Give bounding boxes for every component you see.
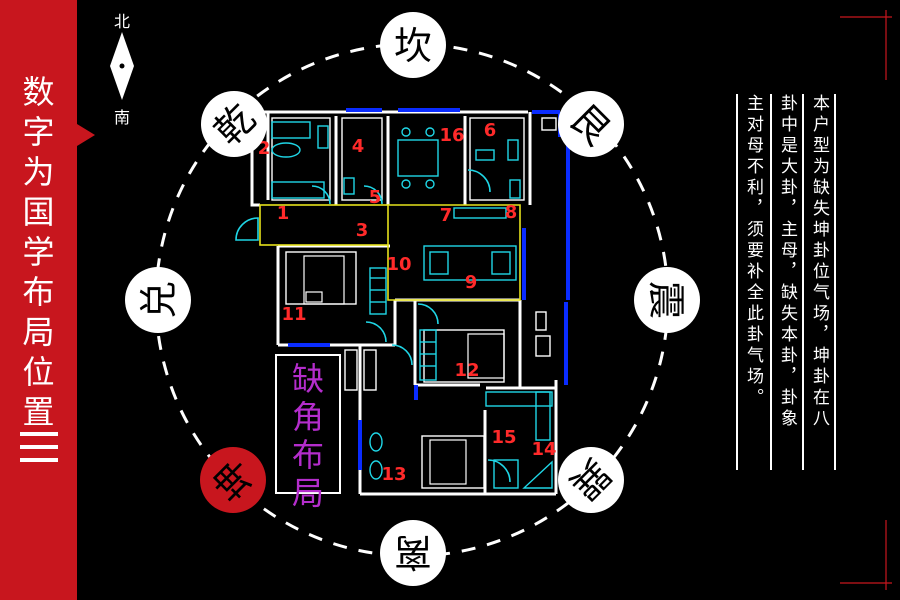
room-number-2: 2 [258, 138, 271, 159]
trigram-circle-bg [200, 447, 266, 513]
sidebar-title-char: 数 [22, 73, 55, 111]
trigram-circle-bg [201, 91, 267, 157]
room-number-13: 13 [381, 464, 406, 485]
sidebar-title-char: 置 [22, 393, 55, 431]
trigram-circle-bg [634, 267, 700, 333]
left-sidebar: 数字为国学布局位置 [0, 0, 95, 600]
room-number-6: 6 [484, 120, 497, 141]
sidebar-title-char: 字 [22, 113, 55, 151]
room-number-16: 16 [439, 125, 464, 146]
trigram-乾: 乾 [201, 91, 267, 157]
room-number-11: 11 [281, 304, 306, 325]
trigram-坤: 坤 [200, 447, 266, 513]
trigram-label: 坎 [394, 24, 432, 68]
trigram-label: 震 [644, 281, 688, 319]
sidebar-trigram-lines-icon [20, 432, 58, 471]
missing-corner-char: 缺 [291, 360, 324, 398]
missing-corner-label-box: 缺角布局 [275, 354, 341, 512]
compass-south-label: 南 [113, 108, 130, 127]
missing-corner-char: 角 [291, 398, 324, 436]
floorplan-thin-walls [271, 117, 557, 489]
floorplan-beds [303, 255, 505, 485]
trigram-circle-bg [558, 91, 624, 157]
missing-corner-char: 局 [291, 474, 324, 512]
room-number-4: 4 [352, 136, 365, 157]
trigram-艮: 艮 [558, 91, 624, 157]
room-number-5: 5 [369, 187, 382, 208]
sidebar-title-char: 布 [22, 273, 55, 311]
description-column-3: 主对母不利，须要补全此卦气场。 [736, 94, 768, 470]
room-number-12: 12 [454, 360, 479, 381]
trigram-circle-bg [380, 520, 446, 586]
trigram-label: 离 [394, 530, 432, 574]
missing-corner-char: 布 [291, 436, 324, 474]
floorplan-doors [235, 169, 511, 483]
floorplan-center-lines [259, 204, 521, 301]
trigram-坎: 坎 [380, 12, 446, 78]
description-panel: 本户型为缺失坤卦位气场，坤卦在八 卦中是大卦，主母，缺失本卦，卦象 主对母不利，… [734, 94, 836, 470]
description-column-2: 卦中是大卦，主母，缺失本卦，卦象 [770, 94, 802, 470]
compass: 北 南 [102, 8, 142, 128]
trigram-label: 兑 [137, 281, 181, 319]
trigram-离: 离 [380, 520, 446, 586]
room-number-8: 8 [505, 202, 518, 223]
sidebar-title-char: 为 [22, 153, 55, 191]
room-number-9: 9 [465, 272, 478, 293]
room-number-7: 7 [440, 205, 453, 226]
room-number-15: 15 [491, 427, 516, 448]
room-number-3: 3 [356, 220, 369, 241]
trigram-兑: 兑 [125, 267, 191, 333]
sidebar-title: 数字为国学布局位置 [0, 72, 77, 432]
trigram-巽: 巽 [558, 447, 624, 513]
compass-needle-icon [110, 32, 134, 100]
description-column-1: 本户型为缺失坤卦位气场，坤卦在八 [802, 94, 836, 470]
room-number-14: 14 [531, 439, 556, 460]
room-number-1: 1 [277, 203, 290, 224]
corner-decoration-top-right [840, 10, 892, 80]
sidebar-arrow-pointer [77, 124, 95, 146]
floorplan-furniture [271, 121, 553, 489]
sidebar-title-char: 国 [22, 193, 55, 231]
compass-north-label: 北 [113, 12, 130, 31]
sidebar-title-char: 位 [22, 353, 55, 391]
sidebar-title-char: 局 [22, 313, 55, 351]
trigram-circle-bg [558, 447, 624, 513]
corner-decoration-bottom-right [840, 520, 892, 590]
trigram-circle-bg [125, 267, 191, 333]
room-number-10: 10 [386, 254, 411, 275]
sidebar-title-char: 学 [22, 233, 55, 271]
trigram-circle-bg [380, 12, 446, 78]
trigram-震: 震 [634, 267, 700, 333]
